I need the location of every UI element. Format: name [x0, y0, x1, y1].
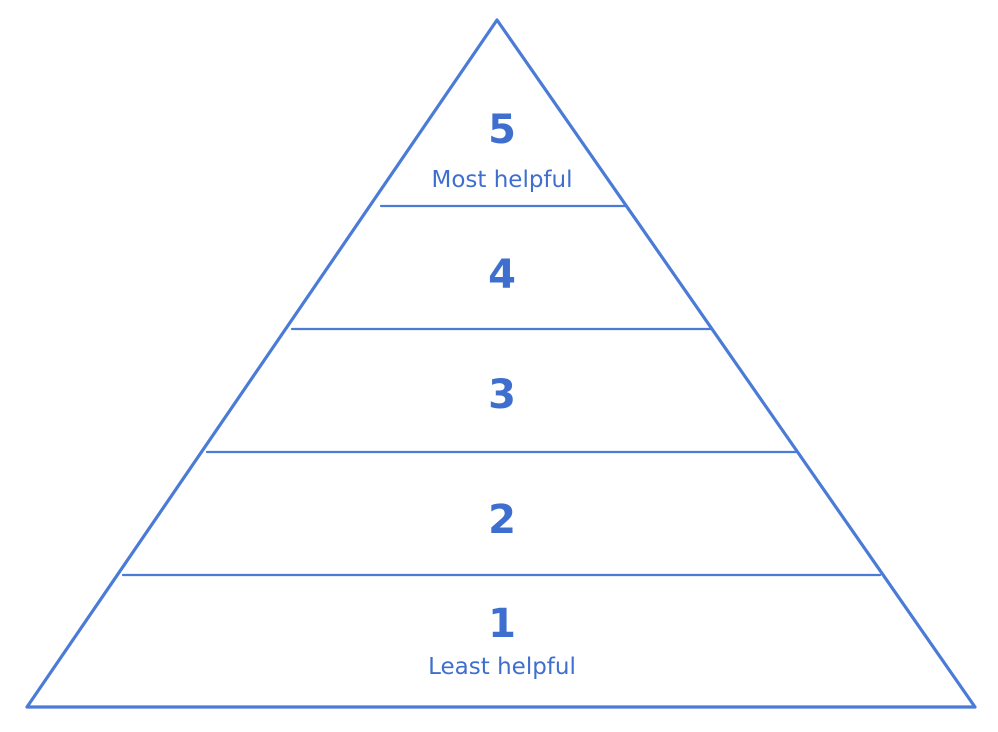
tier-4-number: 4 [488, 252, 516, 298]
pyramid-outline [25, 18, 977, 709]
tier-1-caption: Least helpful [428, 654, 576, 680]
tier-5-caption: Most helpful [431, 167, 572, 193]
tier-2-number: 2 [488, 497, 516, 543]
tier-1-number: 1 [488, 601, 516, 647]
tier-3-number: 3 [488, 372, 516, 418]
tier-5-number: 5 [488, 107, 516, 153]
